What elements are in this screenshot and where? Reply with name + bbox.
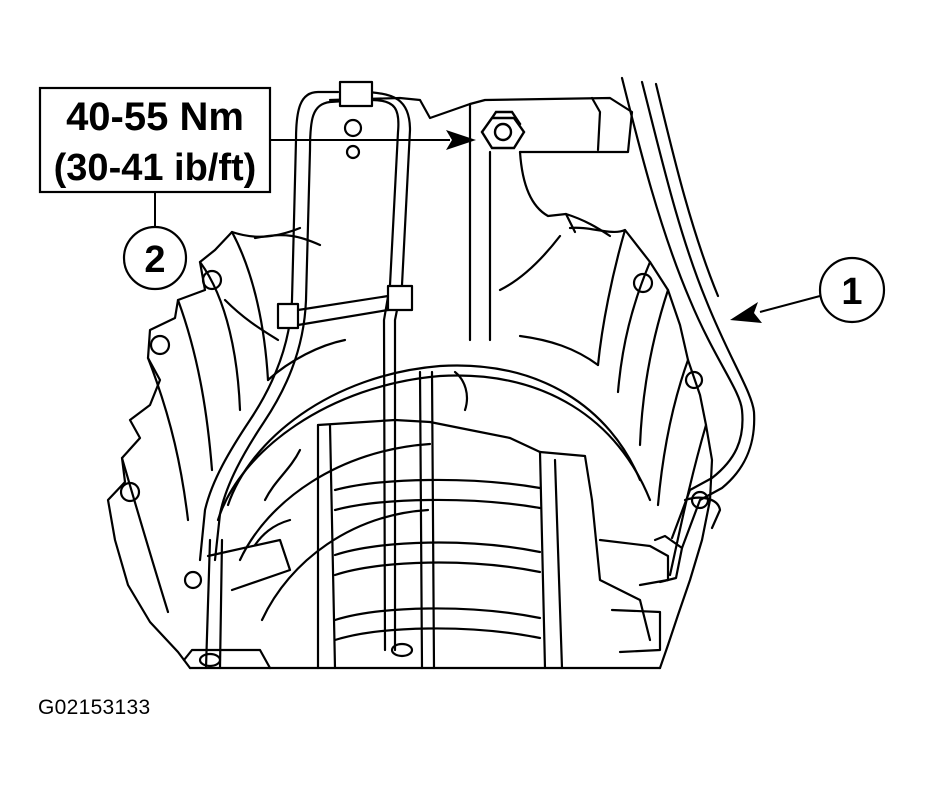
item-1-circle (818, 256, 886, 324)
figure-id: G02153133 (38, 696, 151, 719)
item-1-arrow-head (730, 302, 762, 323)
item-1-callout: 1 (730, 256, 886, 324)
item-1-leader (759, 295, 821, 313)
torque-callout-box (38, 86, 272, 194)
torque-spec-lbft: (30-41 ib/ft) (54, 147, 257, 189)
item-2-label: 2 (144, 239, 165, 281)
item-1-label: 1 (841, 271, 862, 313)
torque-spec-nm: 40-55 Nm (66, 95, 244, 139)
torque-arrow-head (446, 130, 476, 150)
item-2-circle (122, 225, 188, 291)
transmission-housing (106, 96, 714, 670)
cooler-lines (198, 76, 756, 670)
torque-callout: 40-55 Nm (30-41 ib/ft) (38, 86, 476, 228)
item-2-callout: 2 (122, 225, 188, 291)
bolt-icon (480, 110, 526, 150)
